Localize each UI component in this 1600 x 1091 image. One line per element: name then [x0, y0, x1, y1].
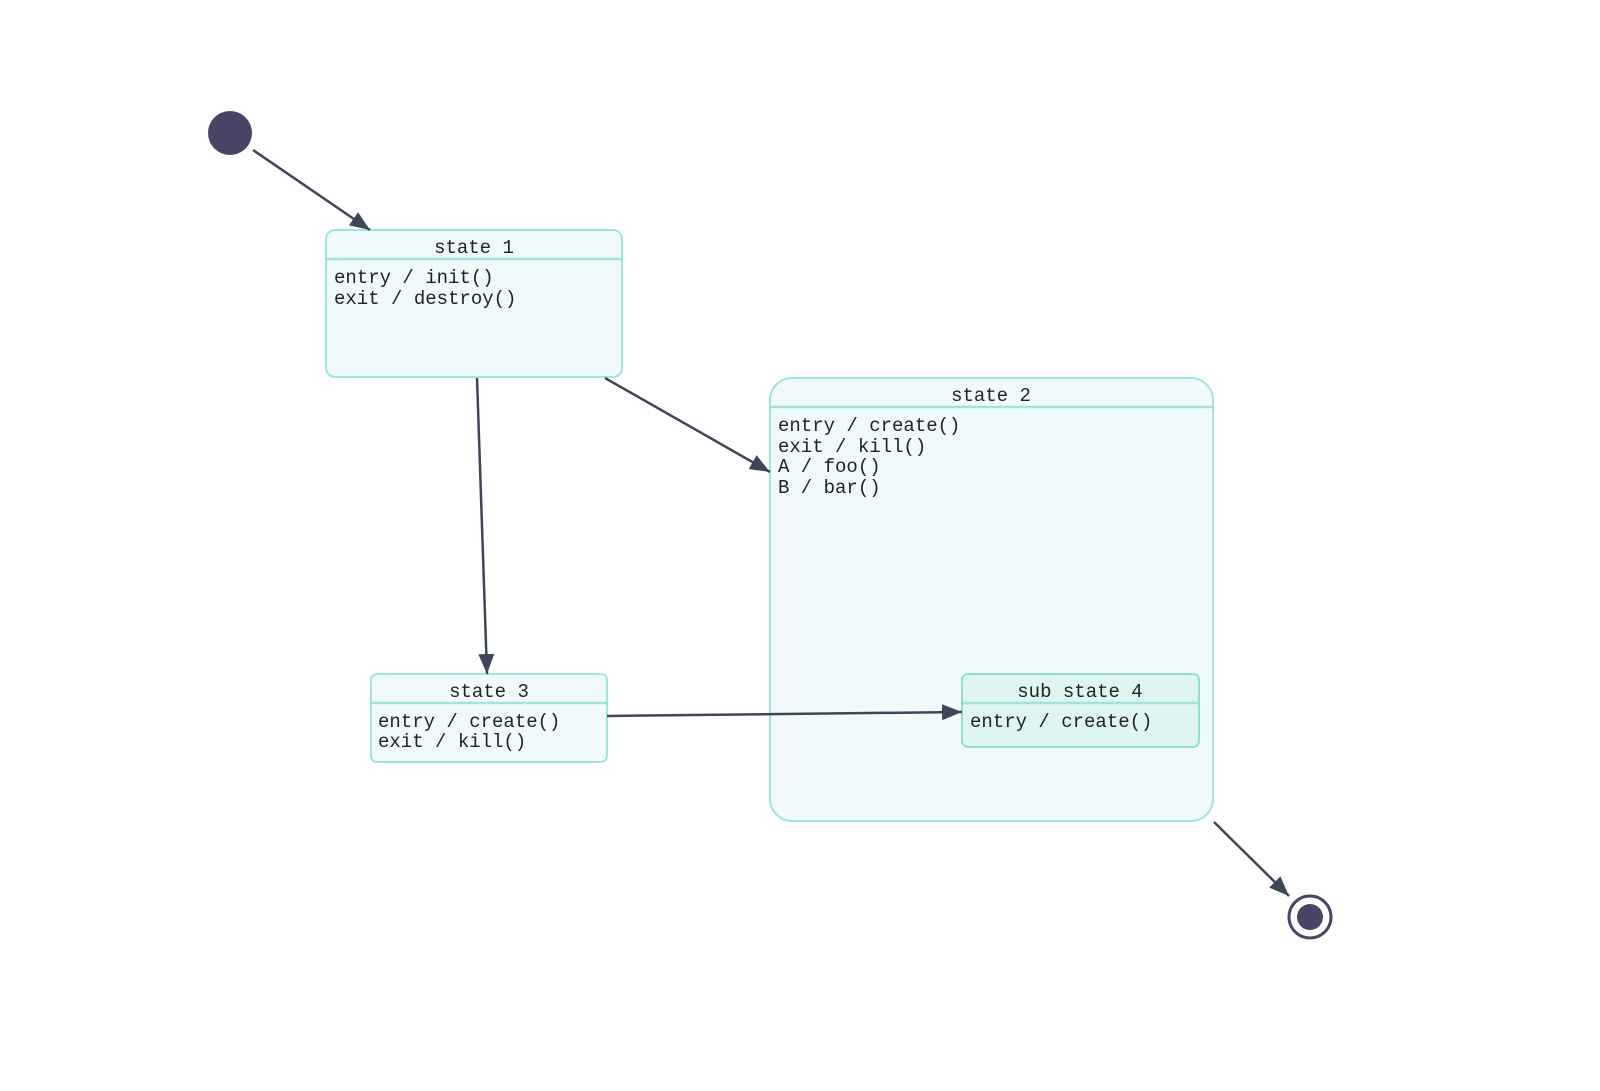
state-2[interactable]: state 2 entry / create() exit / kill() A…: [769, 377, 1214, 822]
state-2-action: A / foo(): [778, 456, 881, 478]
state-2-action: B / bar(): [778, 477, 881, 499]
state-2-action: entry / create(): [778, 415, 960, 437]
transition-state-3-to-sub-state-4[interactable]: [606, 704, 963, 721]
state-2-title: state 2: [951, 385, 1031, 407]
transition-initial-to-state-1[interactable]: [252, 148, 371, 232]
transition-state-1-to-state-2[interactable]: [604, 376, 771, 474]
state-3[interactable]: state 3 entry / create() exit / kill(): [370, 673, 608, 763]
sub-state-4-action: entry / create(): [970, 711, 1152, 733]
state-3-action: exit / kill(): [378, 731, 526, 753]
transition-state-2-to-final[interactable]: [1213, 821, 1290, 897]
state-1-action: entry / init(): [334, 267, 494, 289]
initial-state-icon[interactable]: [208, 111, 252, 155]
state-1-action: exit / destroy(): [334, 288, 516, 310]
state-1-title: state 1: [434, 237, 514, 259]
sub-state-4[interactable]: sub state 4 entry / create(): [961, 673, 1200, 748]
transition-state-1-to-state-3[interactable]: [475, 377, 495, 675]
state-3-title: state 3: [449, 681, 529, 703]
state-3-action: entry / create(): [378, 711, 560, 733]
sub-state-4-title: sub state 4: [1017, 681, 1142, 703]
state-1[interactable]: state 1 entry / init() exit / destroy(): [325, 229, 623, 378]
final-state-icon[interactable]: [1287, 894, 1333, 940]
state-2-action: exit / kill(): [778, 436, 926, 458]
